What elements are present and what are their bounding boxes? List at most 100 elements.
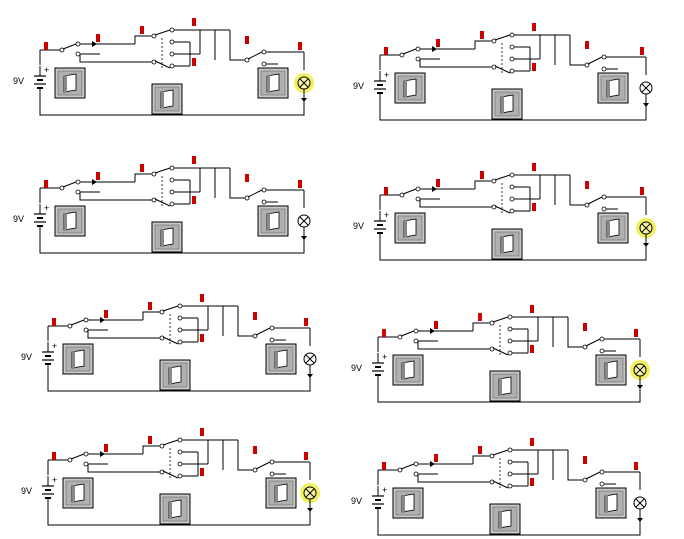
- terminal-dot: [599, 469, 605, 475]
- toggle-switch-left[interactable]: [392, 354, 424, 386]
- terminal-dot: [261, 61, 267, 67]
- switch-blade: [402, 188, 417, 195]
- position-marker: [245, 174, 249, 182]
- switch-blade: [400, 330, 415, 337]
- rocker-shadow: [402, 362, 405, 380]
- terminal-dot: [269, 471, 275, 477]
- terminal-dot: [507, 350, 513, 356]
- position-marker: [583, 456, 587, 464]
- toggle-switch-left[interactable]: [54, 67, 86, 99]
- toggle-switch-left[interactable]: [392, 487, 424, 519]
- toggle-switch-right[interactable]: [257, 205, 289, 237]
- wire: [417, 474, 490, 483]
- toggle-switch-right[interactable]: [257, 67, 289, 99]
- terminal-dot: [177, 437, 183, 443]
- toggle-switch-middle[interactable]: [159, 359, 191, 391]
- toggle-switch-middle[interactable]: [491, 228, 523, 260]
- terminal-dot: [177, 303, 183, 309]
- toggle-switch-right[interactable]: [597, 212, 629, 244]
- terminal-dot: [75, 41, 81, 47]
- terminal-dot: [601, 206, 607, 212]
- toggle-switch-middle[interactable]: [491, 88, 523, 120]
- toggle-switch-right[interactable]: [595, 354, 627, 386]
- battery-plus-sign: +: [382, 352, 387, 362]
- switch-blade: [492, 347, 509, 356]
- position-marker: [382, 329, 386, 337]
- switch-blade: [247, 189, 263, 198]
- wire-bottom-loop: [39, 95, 305, 116]
- switch-blade: [587, 196, 603, 205]
- toggle-switch-right[interactable]: [595, 487, 627, 519]
- arrow-icon: [637, 385, 643, 389]
- terminal-dot: [507, 314, 513, 320]
- battery-label: 9V: [21, 486, 32, 496]
- position-marker: [96, 172, 100, 180]
- terminal-dot: [169, 51, 175, 57]
- terminal-dot: [151, 59, 157, 65]
- position-marker: [253, 312, 257, 320]
- battery-label: 9V: [21, 352, 32, 362]
- toggle-switch-left[interactable]: [54, 205, 86, 237]
- terminal-dot: [169, 165, 175, 171]
- lamp-filament: [635, 365, 645, 375]
- wire-bottom-loop: [47, 371, 311, 392]
- toggle-switch-middle[interactable]: [489, 370, 521, 402]
- arrow-icon: [430, 461, 435, 467]
- battery-label: 9V: [353, 221, 364, 231]
- position-marker: [530, 478, 534, 486]
- position-marker: [436, 39, 440, 47]
- switch-blade: [255, 327, 271, 336]
- arrow-icon: [92, 41, 97, 47]
- switch-blade: [492, 449, 509, 456]
- wire: [142, 445, 160, 454]
- position-marker: [634, 462, 638, 470]
- wire-bottom-loop: [379, 100, 647, 121]
- toggle-switch-left[interactable]: [394, 212, 426, 244]
- toggle-switch-middle[interactable]: [151, 83, 183, 115]
- terminal-dot: [261, 199, 267, 205]
- circuit-panel: +9V: [351, 305, 650, 403]
- terminal-dot: [75, 179, 81, 185]
- rocker-shadow: [267, 213, 270, 231]
- position-marker: [104, 444, 108, 452]
- arrow-icon: [432, 186, 437, 192]
- position-marker: [434, 321, 438, 329]
- position-marker: [480, 171, 484, 179]
- toggle-switch-middle[interactable]: [159, 493, 191, 525]
- rocker-shadow: [161, 229, 164, 247]
- arrow-icon: [100, 317, 105, 323]
- toggle-switch-right[interactable]: [265, 477, 297, 509]
- position-marker: [532, 23, 536, 31]
- terminal-dot: [599, 336, 605, 342]
- lamp-filament: [635, 498, 645, 508]
- terminal-dot: [509, 172, 515, 178]
- terminal-dot: [601, 66, 607, 72]
- position-marker: [44, 180, 48, 188]
- toggle-switch-right[interactable]: [597, 72, 629, 104]
- rocker-shadow: [267, 75, 270, 93]
- position-marker: [200, 334, 204, 342]
- battery-plus-sign: +: [52, 341, 57, 351]
- terminal-dot: [75, 51, 81, 57]
- terminal-dot: [269, 337, 275, 343]
- wire: [229, 168, 240, 199]
- terminal-dot: [177, 327, 183, 333]
- wire: [569, 175, 580, 206]
- toggle-switch-right[interactable]: [265, 343, 297, 375]
- terminal-dot: [169, 189, 175, 195]
- terminal-dot: [169, 39, 175, 45]
- terminal-dot: [413, 461, 419, 467]
- terminal-dot: [83, 317, 89, 323]
- wire-bottom-loop: [47, 505, 311, 526]
- toggle-switch-left[interactable]: [62, 343, 94, 375]
- terminal-dot: [507, 338, 513, 344]
- wire: [79, 54, 152, 63]
- toggle-switch-middle[interactable]: [489, 503, 521, 535]
- rocker-shadow: [72, 485, 75, 503]
- toggle-switch-middle[interactable]: [151, 221, 183, 253]
- circuit-panel: +9V: [21, 294, 317, 392]
- toggle-switch-left[interactable]: [62, 477, 94, 509]
- toggle-switch-left[interactable]: [394, 72, 426, 104]
- terminal-dot: [159, 469, 165, 475]
- wire: [569, 35, 580, 66]
